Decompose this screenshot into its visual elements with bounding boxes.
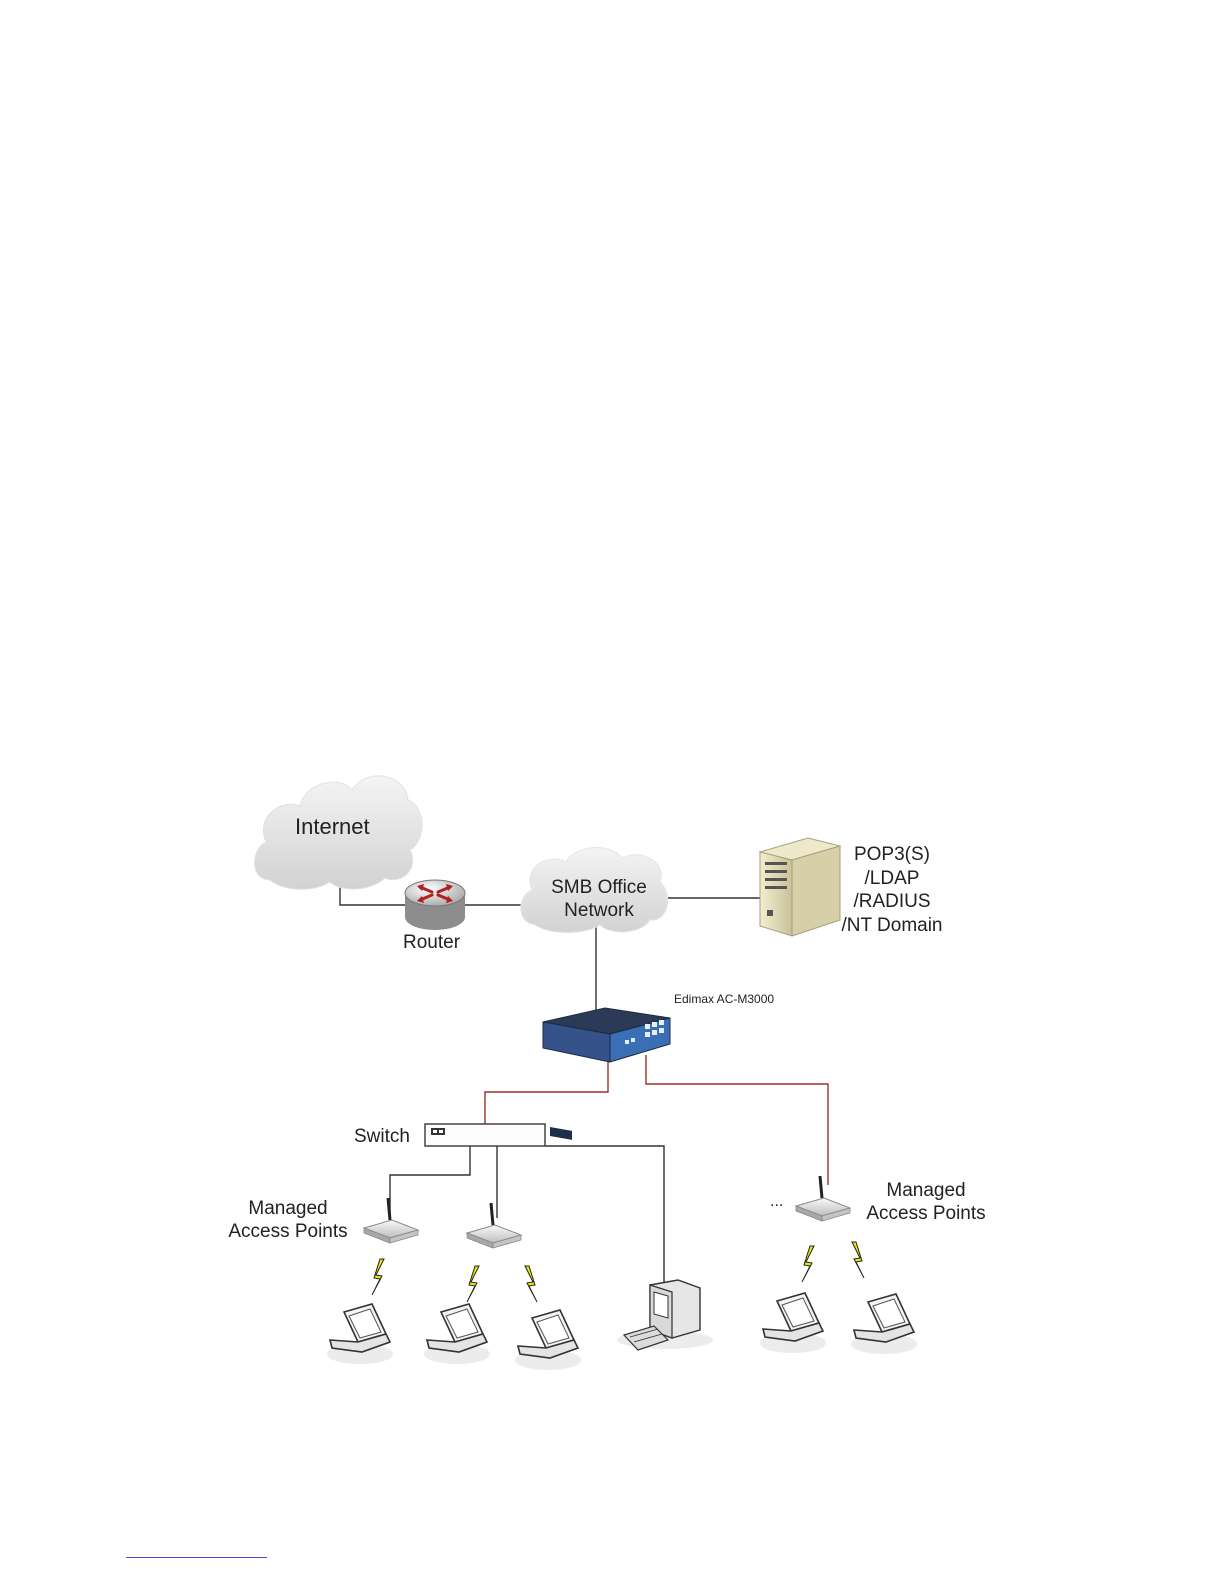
server-icon — [760, 838, 840, 936]
laptop-icon — [515, 1310, 581, 1370]
router-label: Router — [403, 931, 460, 954]
controller-icon — [543, 1008, 670, 1140]
access-point-icon — [364, 1198, 418, 1243]
auth-server-label: POP3(S) /LDAP /RADIUS /NT Domain — [836, 843, 948, 937]
auth-server-line: /LDAP — [836, 867, 948, 891]
access-point-icon — [467, 1203, 521, 1248]
auth-server-line: /NT Domain — [836, 914, 948, 938]
managed-ap-right-label: Managed Access Points — [864, 1179, 988, 1225]
laptop-icon — [424, 1304, 490, 1364]
lightning-icon — [852, 1242, 864, 1278]
managed-ap-left-line1: Managed — [224, 1197, 352, 1220]
switch-label: Switch — [354, 1125, 410, 1148]
managed-ap-left-line2: Access Points — [224, 1220, 352, 1243]
lightning-icon — [802, 1246, 814, 1282]
controller-switch-link — [485, 1062, 608, 1125]
desktop-pc-icon — [617, 1280, 713, 1350]
managed-ap-right-line1: Managed — [864, 1179, 988, 1202]
managed-ap-right-line2: Access Points — [864, 1202, 988, 1225]
lightning-icon — [525, 1266, 537, 1302]
smb-network-label: SMB Office Network — [549, 876, 649, 922]
smb-network-label-line2: Network — [549, 899, 649, 922]
laptops — [327, 1293, 917, 1370]
wireless-links — [372, 1242, 864, 1302]
switch-desktop-link — [545, 1146, 664, 1285]
switch-icon — [425, 1124, 545, 1146]
more-aps-ellipsis: ... — [770, 1190, 783, 1213]
auth-server-line: POP3(S) — [836, 843, 948, 867]
internet-label: Internet — [295, 814, 370, 840]
lightning-icon — [372, 1259, 384, 1295]
controller-label: Edimax AC-M3000 — [674, 992, 774, 1006]
smb-network-label-line1: SMB Office — [549, 876, 649, 899]
laptop-icon — [760, 1293, 826, 1353]
router-icon — [405, 880, 465, 930]
laptop-icon — [327, 1304, 393, 1364]
auth-server-line: /RADIUS — [836, 890, 948, 914]
controller-ap-right-link — [646, 1055, 828, 1185]
access-point-icon — [796, 1176, 850, 1221]
lightning-icon — [467, 1266, 479, 1302]
managed-ap-left-label: Managed Access Points — [224, 1197, 352, 1243]
laptop-icon — [851, 1294, 917, 1354]
footer-link-underline — [126, 1557, 267, 1558]
switch-ap1-link — [390, 1146, 470, 1215]
